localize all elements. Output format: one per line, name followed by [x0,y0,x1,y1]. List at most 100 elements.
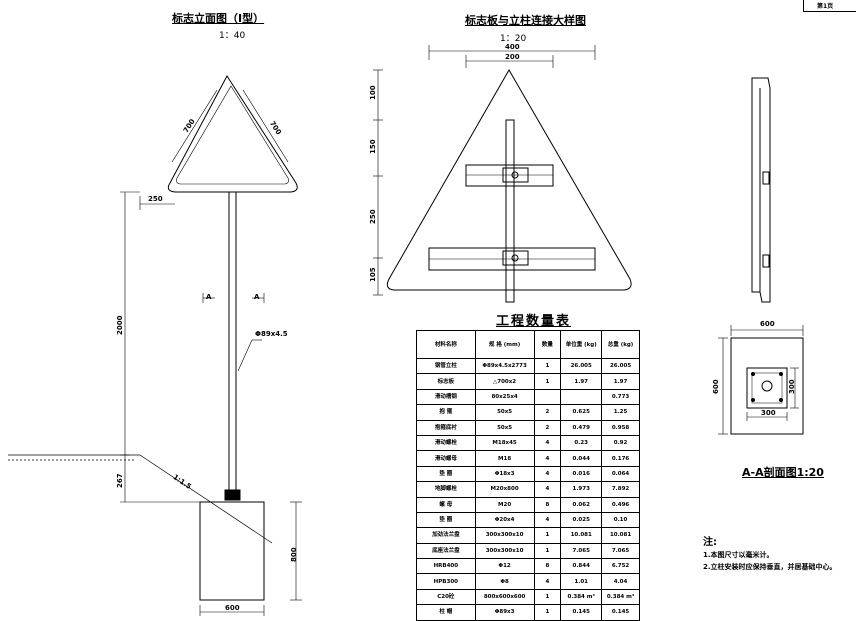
table-cell: 4.04 [601,573,640,590]
table-cell: 0.773 [601,388,640,406]
table-cell: 0.844 [560,558,603,575]
table-cell: 7.065 [560,542,603,560]
notes-heading: 注: [703,537,717,548]
note-item: 1.本图尺寸以毫米计。 [703,551,774,559]
table-cell [560,388,603,406]
table-cell: 抱箍底衬 [416,419,476,436]
section-dimensions [718,325,804,435]
table-cell: △700x2 [474,373,535,390]
notes-block: 注: 1.本图尺寸以毫米计。 2.立柱安装时应保持垂直，并居基础中心。 [703,537,837,573]
table-cell: HRB400 [416,558,476,575]
table-cell: 垫 圈 [416,465,476,483]
table-cell: 1.97 [560,373,603,390]
table-cell: 1.01 [560,573,603,590]
elevation-dim-foundation-w: 600 [225,604,240,612]
elevation-dimensions [120,89,302,616]
table-header-cell: 规 格 (mm) [474,330,535,359]
section-dim-top: 600 [760,320,775,328]
table-cell: 垫 圈 [416,511,476,529]
table-cell: C20砼 [416,588,476,606]
detail-dim-w2: 200 [505,53,520,61]
table-cell: 0.384 m³ [601,588,640,606]
table-cell: 滑动螺母 [416,450,476,467]
table-cell: 0.496 [601,496,640,513]
table-cell: HPB300 [416,573,476,590]
table-cell: 滑动槽钢 [416,388,476,406]
table-cell: 4 [533,573,562,590]
table-cell: 6.752 [601,558,640,575]
table-cell: Φ89x3 [474,604,535,621]
table-cell: M18x45 [474,434,535,452]
table-cell: 4 [533,511,562,529]
table-cell: 钢管立柱 [416,357,476,375]
section-dim-plate-w: 300 [761,409,776,417]
detail-scale: 1：20 [500,34,527,44]
elevation-scale: 1：40 [219,31,246,41]
elevation-pole [221,192,245,503]
table-cell: 柱 帽 [416,604,476,621]
page-number-box: 第1页 [803,0,856,12]
table-cell: 800x600x600 [474,588,535,606]
table-cell: 50x5 [474,419,535,436]
table-cell: 0.145 [560,604,603,621]
table-cell: 1.97 [601,373,640,390]
table-cell: 300x300x10 [474,542,535,560]
elevation-dim-height: 2000 [116,315,124,335]
page-number: 第1页 [817,3,834,10]
table-cell: 0.23 [560,434,603,452]
table-cell: 0.176 [601,450,640,467]
table-cell: 1.25 [601,404,640,421]
elevation-dim-offset: 250 [148,195,163,203]
note-item: 2.立柱安装时应保持垂直，并居基础中心。 [703,563,837,571]
table-cell: 300x300x10 [474,527,535,544]
table-cell: 7.892 [601,481,640,498]
table-cell: 1 [533,373,562,390]
table-cell: M20 [474,496,535,513]
detail-title: 标志板与立柱连接大样图 [465,14,586,27]
table-cell: 0.479 [560,419,603,436]
table-cell: 10.081 [560,527,603,544]
table-cell: 10.081 [601,527,640,544]
table-cell: 地脚螺栓 [416,481,476,498]
table-title: 工程数量表 [496,314,572,329]
table-cell: 0.145 [601,604,640,621]
table-cell: 80x25x4 [474,388,535,406]
section-mark-right: A [254,293,260,301]
table-cell: 0.062 [560,496,603,513]
table-cell: 0.958 [601,419,640,436]
table-cell: 抱 箍 [416,404,476,421]
table-cell: 1.973 [560,481,603,498]
table-cell: Φ18x3 [474,465,535,483]
table-cell: 0.625 [560,404,603,421]
table-cell: 滑动螺栓 [416,434,476,452]
elevation-title: 标志立面图（Ⅰ型） [172,12,265,25]
table-cell: 标志板 [416,373,476,390]
ground-line [8,454,273,544]
table-cell: 1 [533,527,562,544]
table-cell: 0.384 m³ [560,588,603,606]
table-cell: 50x5 [474,404,535,421]
table-cell: 8 [533,496,562,513]
section-mark-left: A [206,293,212,301]
pipe-spec-label: Φ89x4.5 [255,330,288,338]
table-cell: 1 [533,604,562,621]
table-cell: 0.016 [560,465,603,483]
table-cell: M18 [474,450,535,467]
table-cell: 底座法兰盘 [416,542,476,560]
table-cell: 26.005 [560,357,603,375]
table-cell: Φ89x4.5x2773 [474,357,535,375]
